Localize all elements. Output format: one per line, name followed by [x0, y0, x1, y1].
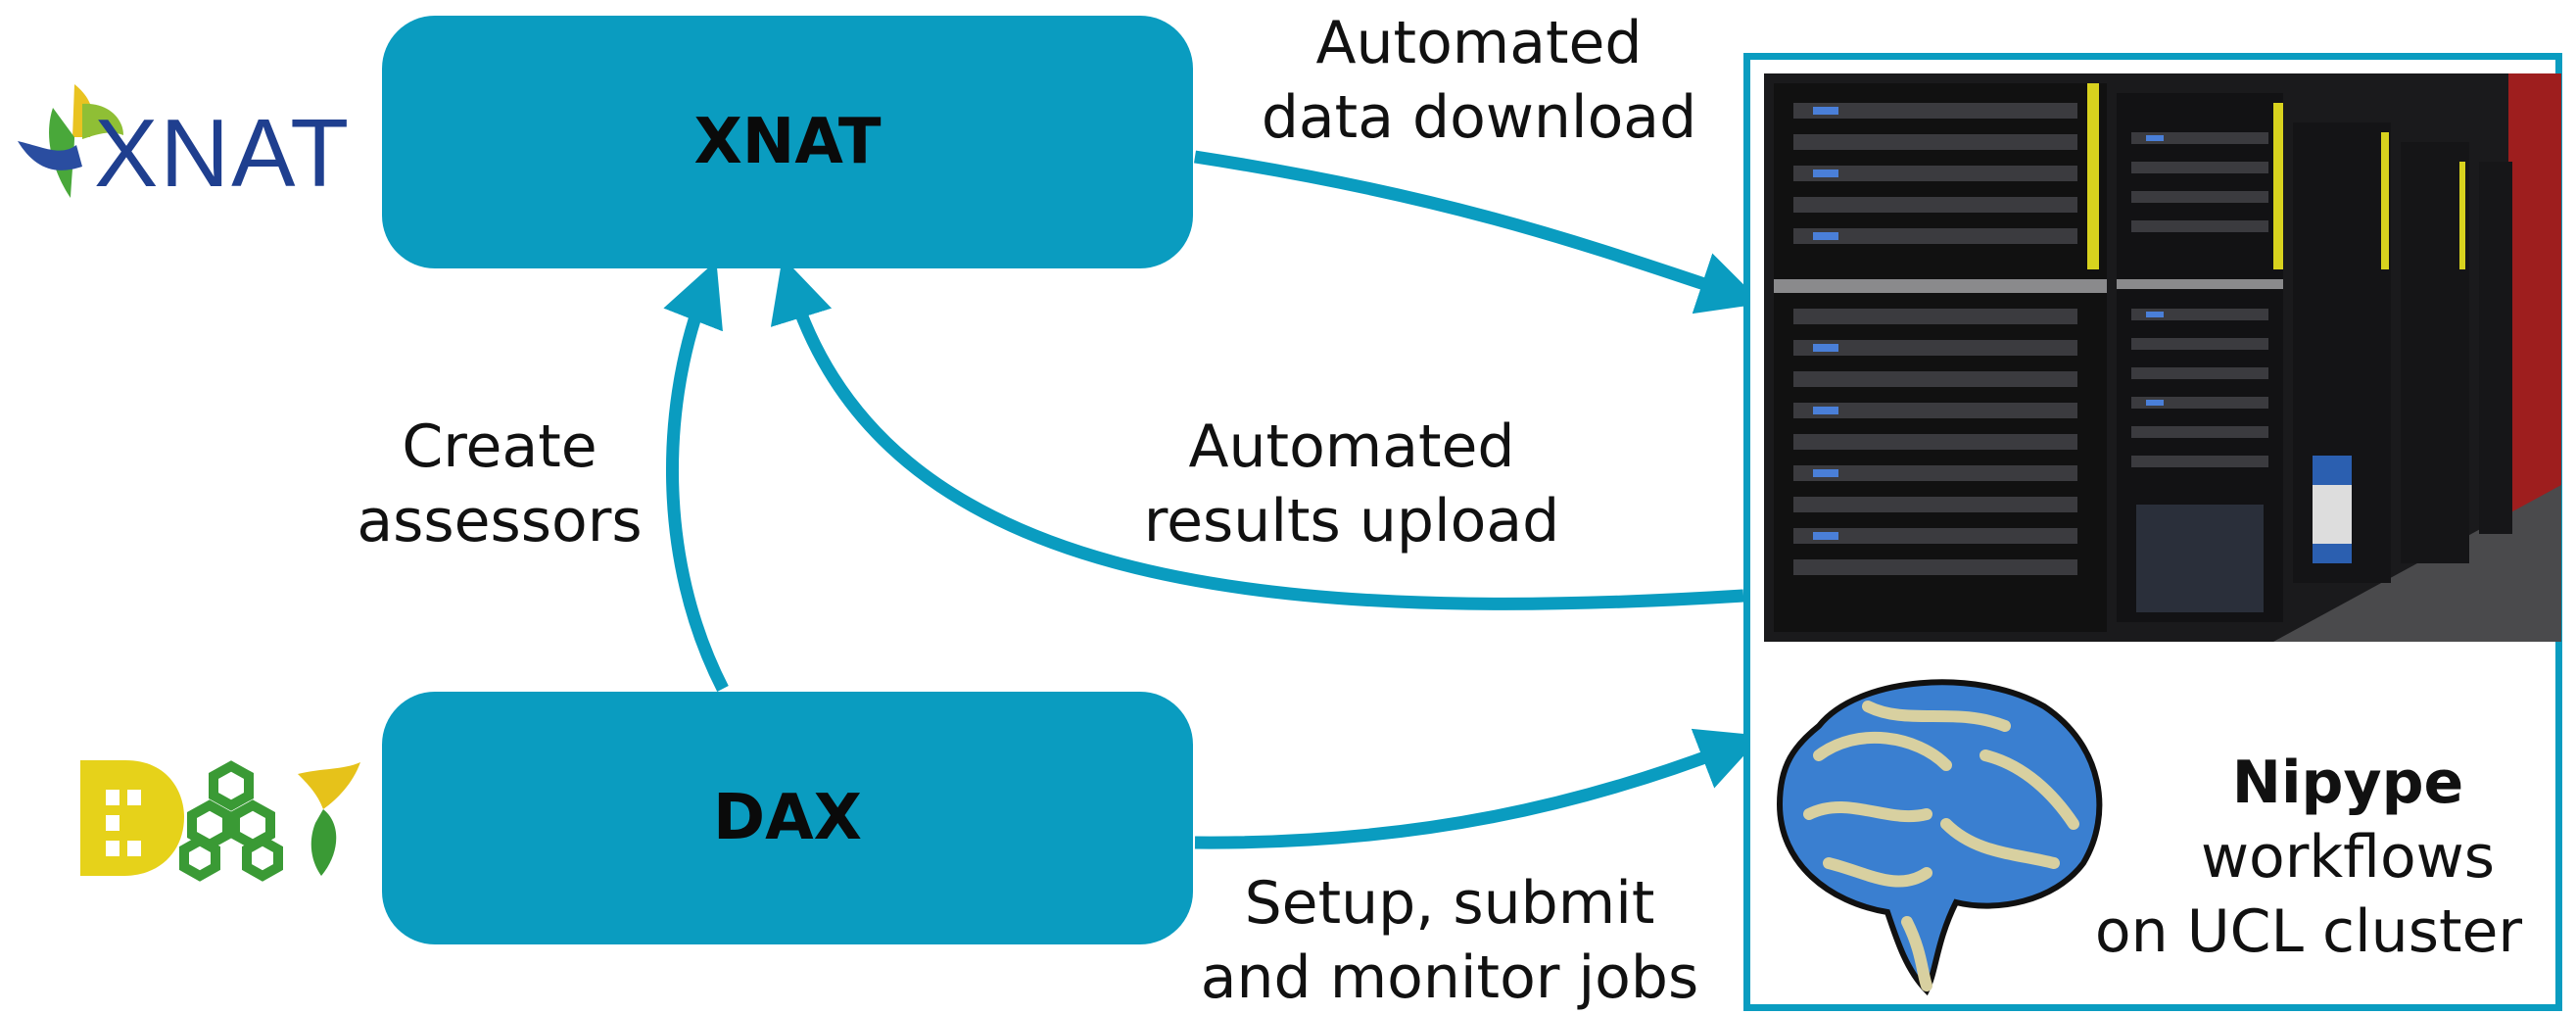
- nipype-line1: workflows: [2200, 823, 2496, 892]
- label-submit-jobs-line2: and monitor jobs: [1200, 943, 1699, 1012]
- nipype-line2: on UCL cluster: [2094, 897, 2523, 966]
- nipype-title: Nipype: [2231, 749, 2464, 817]
- label-submit-jobs: Setup, submit and monitor jobs: [1166, 866, 1734, 1015]
- label-data-download: Automated data download: [1215, 6, 1743, 155]
- xnat-logo: XNAT: [14, 78, 366, 211]
- xnat-leaf-icon: [18, 84, 123, 198]
- xnat-logo-text: XNAT: [94, 99, 352, 207]
- ucl-cluster-panel: Nipype workflows on UCL cluster: [1743, 53, 2562, 1011]
- arrow-create-assessors: [663, 260, 729, 692]
- label-data-download-line1: Automated: [1315, 9, 1643, 77]
- dax-logo: [76, 754, 370, 882]
- label-results-upload-line2: results upload: [1143, 487, 1560, 556]
- dax-node: DAX: [382, 692, 1193, 944]
- arrow-results-upload: [770, 257, 1744, 610]
- label-results-upload: Automated results upload: [1058, 410, 1646, 558]
- arrow-data-download: [1194, 150, 1763, 314]
- label-create-assessors: Create assessors: [333, 410, 666, 558]
- dax-logo-graphic: [80, 760, 360, 882]
- arrow-submit-jobs: [1194, 728, 1763, 849]
- xnat-node: XNAT: [382, 16, 1193, 268]
- label-submit-jobs-line1: Setup, submit: [1244, 869, 1655, 938]
- server-racks-photo: [1764, 73, 2561, 642]
- nipype-brain-logo: [1776, 679, 2103, 996]
- label-data-download-line2: data download: [1261, 83, 1697, 152]
- label-results-upload-line1: Automated: [1188, 412, 1515, 481]
- label-create-assessors-line1: Create: [402, 412, 597, 481]
- label-create-assessors-line2: assessors: [357, 487, 643, 556]
